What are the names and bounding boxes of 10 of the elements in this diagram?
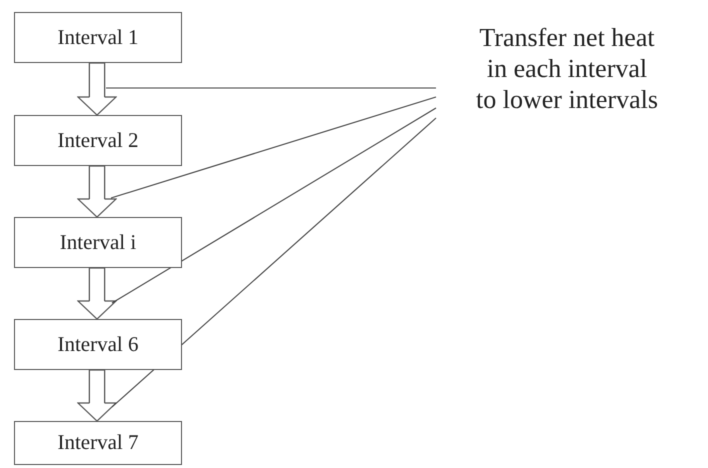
process-box: Interval 1 xyxy=(14,12,182,63)
leader-line xyxy=(106,87,436,89)
process-box: Interval 7 xyxy=(14,421,182,465)
leader-line xyxy=(112,118,436,408)
process-box: Interval 6 xyxy=(14,319,182,370)
annotation-text: Transfer net heat in each interval to lower intervals xyxy=(475,22,659,114)
leader-line xyxy=(112,108,436,304)
process-box: Interval i xyxy=(14,217,182,268)
leader-line xyxy=(110,96,436,199)
process-box: Interval 2 xyxy=(14,115,182,166)
